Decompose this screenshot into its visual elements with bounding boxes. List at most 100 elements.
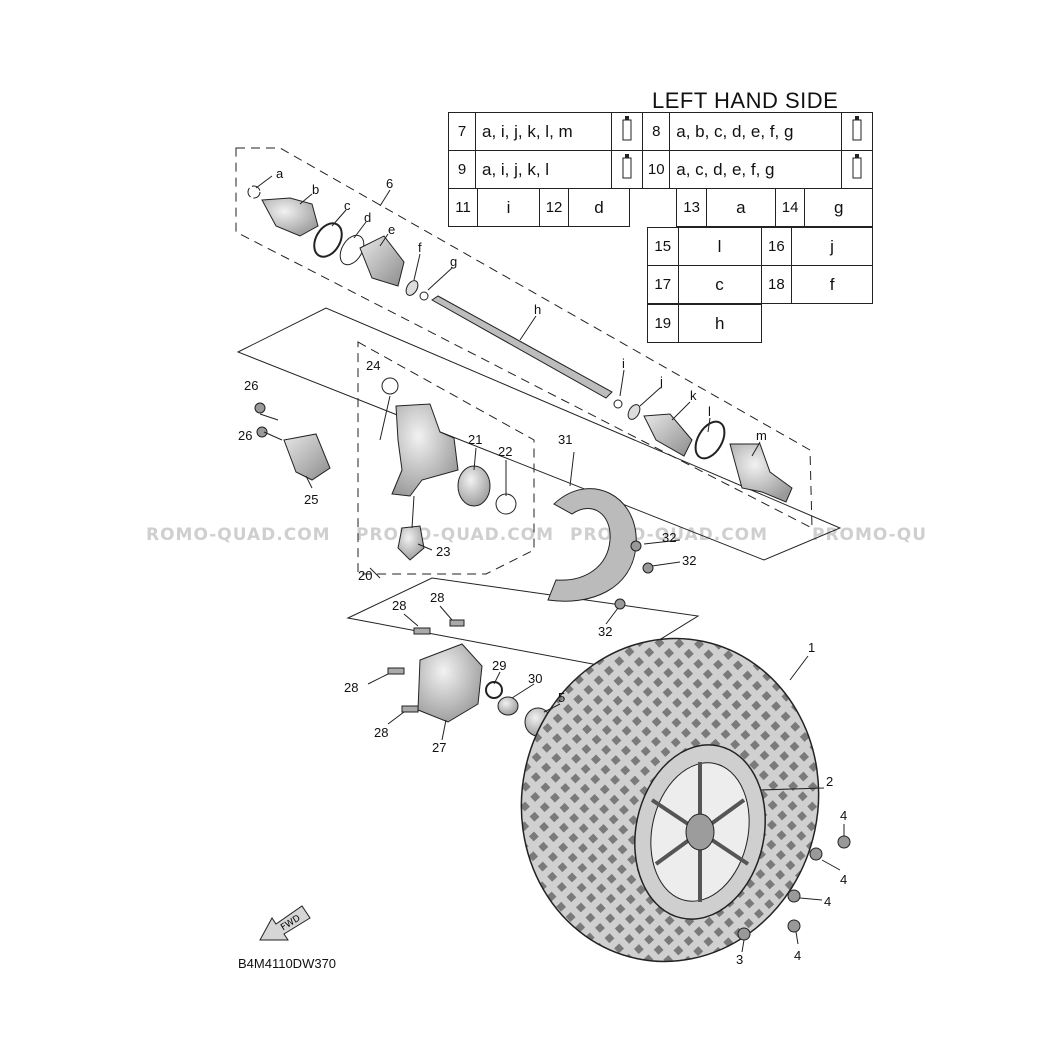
callout-f: f xyxy=(418,240,422,255)
callout-b: b xyxy=(312,182,319,197)
legend-value: c xyxy=(677,265,762,304)
legend-value: a xyxy=(705,188,776,227)
legend-gap xyxy=(628,188,678,227)
clamp-d xyxy=(339,234,365,266)
legend-num: 14 xyxy=(774,188,806,227)
callout-28-c: 28 xyxy=(344,680,358,695)
callout-20: 20 xyxy=(358,568,372,583)
snap-ring-g xyxy=(419,291,429,301)
knuckle-plane-outline xyxy=(236,307,842,561)
driveshaft-group-outline xyxy=(235,147,813,529)
legend-row: 19 h xyxy=(647,304,763,343)
legend-num: 12 xyxy=(538,188,570,227)
legend-num: 19 xyxy=(647,304,679,343)
wheel-2 xyxy=(634,744,766,920)
callout-l: l xyxy=(708,404,711,419)
callout-29: 29 xyxy=(492,658,506,673)
leader-lines xyxy=(255,175,845,953)
callout-22: 22 xyxy=(498,444,512,459)
watermark-text: PROMO-QU xyxy=(812,525,927,545)
callout-30: 30 xyxy=(528,671,542,686)
callout-5: 5 xyxy=(558,690,565,705)
callout-25: 25 xyxy=(304,492,318,507)
cv-joint-m xyxy=(729,443,793,503)
callout-4-a: 4 xyxy=(840,808,847,823)
snap-ring-i xyxy=(613,399,623,409)
legend-num: 13 xyxy=(676,188,707,227)
callout-k: k xyxy=(690,388,697,403)
legend-value: g xyxy=(804,188,873,227)
callout-4-b: 4 xyxy=(840,872,847,887)
callout-28-d: 28 xyxy=(374,725,388,740)
callout-m: m xyxy=(756,428,767,443)
callout-26-bottom: 26 xyxy=(238,428,252,443)
callout-2: 2 xyxy=(826,774,833,789)
lug-nut-4-b xyxy=(809,847,823,861)
bolt-32-b xyxy=(642,562,654,574)
legend-value: d xyxy=(568,188,630,227)
bolt-28-a xyxy=(413,627,431,635)
bolt-28-d xyxy=(401,705,419,713)
legend-value: j xyxy=(791,227,873,266)
legend-num: 8 xyxy=(642,112,671,151)
lug-nut-4-d xyxy=(787,919,801,933)
lug-nut-4-c xyxy=(787,889,801,903)
callout-c: c xyxy=(344,198,351,213)
callout-a: a xyxy=(276,166,284,181)
nut-30 xyxy=(497,696,519,716)
bolt-26-upper xyxy=(254,402,266,414)
legend-codes: a, i, j, k, l, m xyxy=(474,112,613,151)
callout-28-b: 28 xyxy=(430,590,444,605)
legend-value: f xyxy=(791,265,873,304)
legend-num: 7 xyxy=(448,112,476,151)
shaft-h xyxy=(431,295,613,399)
fwd-arrow-icon: FWD xyxy=(259,905,311,941)
legend-codes: a, c, d, e, f, g xyxy=(669,150,842,189)
diagram-title: LEFT HAND SIDE xyxy=(652,88,839,113)
circlip-22 xyxy=(495,493,517,515)
legend-row: 7 a, i, j, k, l, m 8 a, b, c, d, e, f, g xyxy=(448,112,873,151)
hub-plane-outline xyxy=(346,577,700,669)
legend-value: l xyxy=(677,227,762,266)
callout-32-c: 32 xyxy=(598,624,612,639)
callout-4-d: 4 xyxy=(794,948,801,963)
boot-k xyxy=(643,413,693,457)
valve-3 xyxy=(737,927,751,941)
lug-nut-4-a xyxy=(837,835,851,849)
callout-1: 1 xyxy=(808,640,815,655)
legend-codes: a, b, c, d, e, f, g xyxy=(669,112,842,151)
bolt-28-c xyxy=(387,667,405,675)
callout-31: 31 xyxy=(558,432,572,447)
clamp-l xyxy=(694,420,726,460)
bolt-26-lower xyxy=(256,426,268,438)
callout-26-top: 26 xyxy=(244,378,258,393)
callout-i: i xyxy=(622,356,625,371)
protector-25 xyxy=(283,433,331,481)
circlip-24 xyxy=(381,377,399,395)
callout-27: 27 xyxy=(432,740,446,755)
callout-23: 23 xyxy=(436,544,450,559)
diagram-code: B4M4110DW370 xyxy=(238,956,337,971)
legend-codes: a, i, j, k, l xyxy=(474,150,613,189)
legend-num: 10 xyxy=(642,150,671,189)
callout-32-b: 32 xyxy=(682,553,696,568)
legend-num: 16 xyxy=(760,227,793,266)
callout-labels: a b c d e f g h i j k l m 6 24 26 26 25 … xyxy=(238,166,847,967)
legend-row: 9 a, i, j, k, l 10 a, c, d, e, f, g xyxy=(448,150,873,189)
callout-21: 21 xyxy=(468,432,482,447)
knuckle-subgroup-outline xyxy=(357,341,535,575)
legend-row: 11 i 12 d 13 a 14 g xyxy=(447,188,873,227)
brake-disc-31 xyxy=(547,488,637,602)
bolt-32-a xyxy=(630,540,642,552)
callout-j: j xyxy=(659,374,663,389)
legend-num: 11 xyxy=(447,188,479,227)
callout-g: g xyxy=(450,254,457,269)
clamp-j xyxy=(627,404,641,420)
legend-value: i xyxy=(477,188,540,227)
callout-d: d xyxy=(364,210,371,225)
grease-tube-icon xyxy=(841,150,873,189)
bearing-21 xyxy=(457,465,491,507)
legend-table-top: 7 a, i, j, k, l, m 8 a, b, c, d, e, f, g… xyxy=(448,112,873,189)
grease-tube-icon xyxy=(611,112,644,151)
